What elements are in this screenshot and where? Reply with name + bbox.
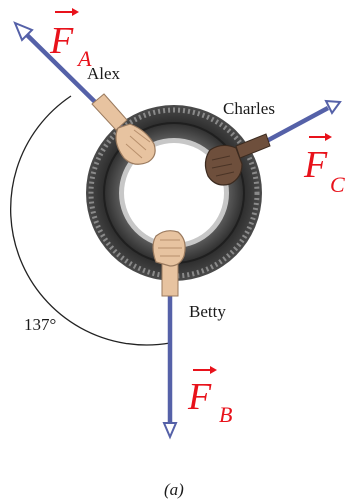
force-label-a: F A: [49, 8, 92, 71]
force-label-c: F C: [303, 133, 345, 197]
charles-hand: [204, 133, 271, 186]
svg-text:A: A: [76, 46, 92, 71]
angle-arc: [9, 95, 171, 346]
betty-hand: [152, 230, 186, 297]
svg-text:F: F: [187, 376, 212, 418]
label-betty: Betty: [189, 302, 226, 321]
angle-label: 137°: [24, 315, 56, 334]
svg-text:F: F: [303, 144, 328, 186]
alex-hand: [91, 93, 156, 165]
svg-text:C: C: [330, 172, 345, 197]
svg-text:F: F: [49, 20, 74, 62]
label-charles: Charles: [223, 99, 275, 118]
force-label-b: F B: [187, 366, 232, 427]
label-alex: Alex: [87, 64, 121, 83]
svg-text:B: B: [219, 402, 232, 427]
figure-caption: (a): [164, 480, 184, 499]
